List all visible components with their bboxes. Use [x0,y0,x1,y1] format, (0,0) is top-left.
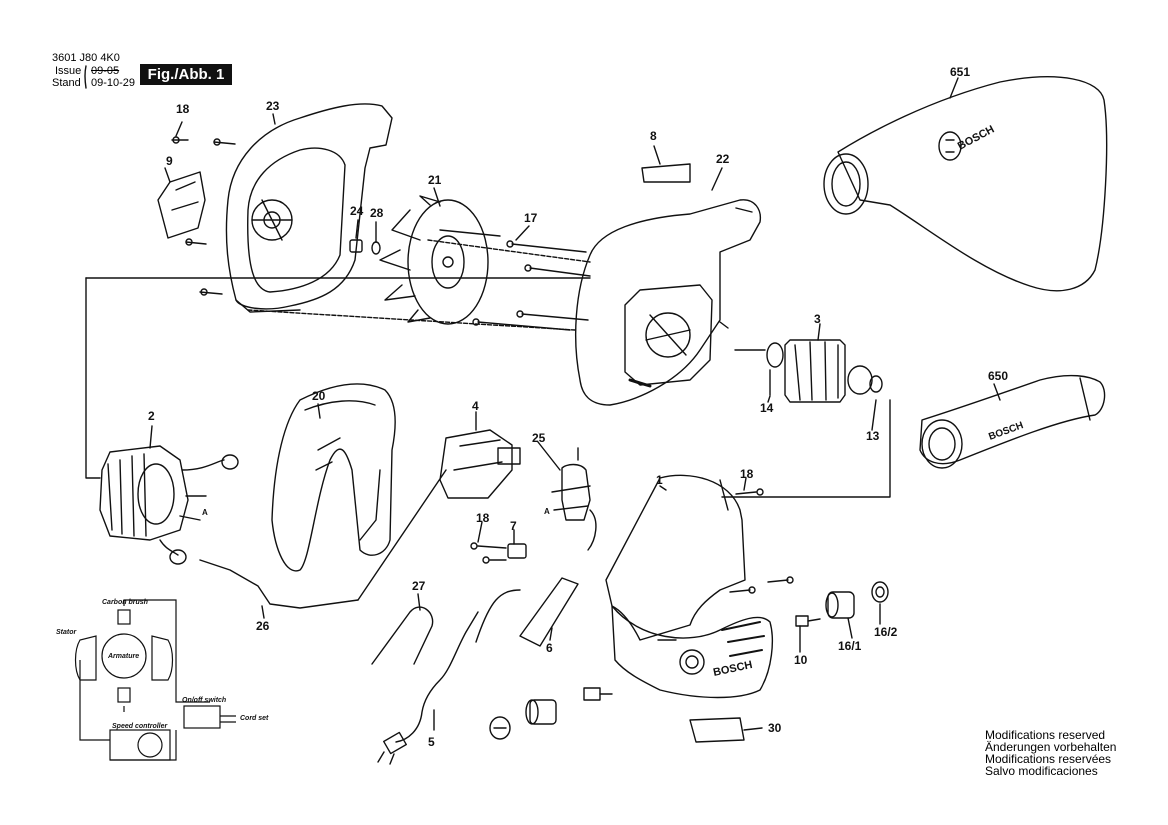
fan-housing-left [225,103,393,313]
cable-sleeve [519,577,579,647]
fitting-lower [529,699,557,725]
handle-grip [605,474,773,699]
modification-notes: Modifications reserved Änderungen vorbeh… [985,729,1116,777]
label-24: 24 [350,204,364,218]
label-22: 22 [716,152,730,166]
screws-left [171,139,236,295]
armature [734,339,883,403]
svg-text:A: A [202,508,208,517]
label-18-right: 18 [740,467,754,481]
label-18-top: 18 [176,102,190,116]
stand-value: 09-10-29 [91,77,136,89]
part-16-2 [871,581,889,603]
label-23: 23 [266,99,280,113]
note-en: Modifications reserved [985,728,1106,742]
label-armature: Armature [107,653,139,660]
label-30: 30 [768,721,782,735]
label-2: 2 [148,409,155,423]
label-16-2: 16/2 [874,625,898,639]
label-20: 20 [312,389,326,403]
label-26: 26 [256,619,270,633]
brand-nozzle: BOSCH [987,420,1025,443]
speed-controller [551,447,597,551]
tube-27 [371,606,434,665]
label-13: 13 [866,429,880,443]
part-16-1 [827,591,855,619]
wire-26 [199,559,359,609]
screws-17 [472,240,591,331]
note-fr: Modifications reservées [985,752,1112,766]
nut-24 [349,239,363,253]
label-28: 28 [370,206,384,220]
label-5: 5 [428,735,435,749]
note-de: Änderungen vorbehalten [985,740,1117,754]
stator [99,445,239,565]
brand-handle: BOSCH [712,659,753,679]
small-part-10 [795,615,809,627]
label-25: 25 [532,431,546,445]
washer-28 [371,241,381,255]
label-21: 21 [428,173,442,187]
clamp-7 [507,543,527,559]
label-4: 4 [472,399,479,413]
label-18-mid: 18 [476,511,490,525]
doc-number: 3601 J80 4K0 [52,52,120,64]
label-9: 9 [166,154,173,168]
frame-right [721,399,891,498]
handle-half [271,383,396,572]
issue-label: Issue [55,65,82,77]
label-1: 1 [656,473,663,487]
label-14: 14 [760,401,774,415]
power-cord [395,611,479,743]
stand-label: Stand [52,77,81,89]
label-16-1: 16/1 [838,639,862,653]
label-30: 30 [689,717,745,743]
label-17: 17 [524,211,538,225]
label-on-off-switch: On/off switch [182,697,226,704]
wiring-schematic [74,599,236,761]
label-3: 3 [814,312,821,326]
bracket-mark [84,65,87,89]
frame-left [85,277,101,479]
label-plate-9 [157,171,206,239]
label-27: 27 [412,579,426,593]
label-6: 6 [546,641,553,655]
label-651: 651 [950,65,970,79]
label-carbon-brush: Carbon brush [102,599,148,606]
label-8: 8 [650,129,657,143]
figure-badge: Fig./Abb. 1 [140,64,232,85]
switch-assembly [357,429,521,601]
motor-housing [575,199,762,406]
label-speed-controller: Speed controller [112,723,169,730]
fan-impeller [379,195,489,325]
note-es: Salvo modificaciones [985,764,1098,778]
brand-bag: BOSCH [956,123,997,152]
issue-value: 09-05 [91,65,120,77]
svg-text:A: A [544,507,550,516]
label-10: 10 [794,653,808,667]
label-8: 8 [641,163,691,183]
label-cord-set: Cord set [240,715,269,722]
dust-bag [823,76,1108,292]
label-650: 650 [988,369,1008,383]
label-stator: Stator [56,629,78,636]
nozzle [919,374,1106,469]
label-7: 7 [510,519,517,533]
